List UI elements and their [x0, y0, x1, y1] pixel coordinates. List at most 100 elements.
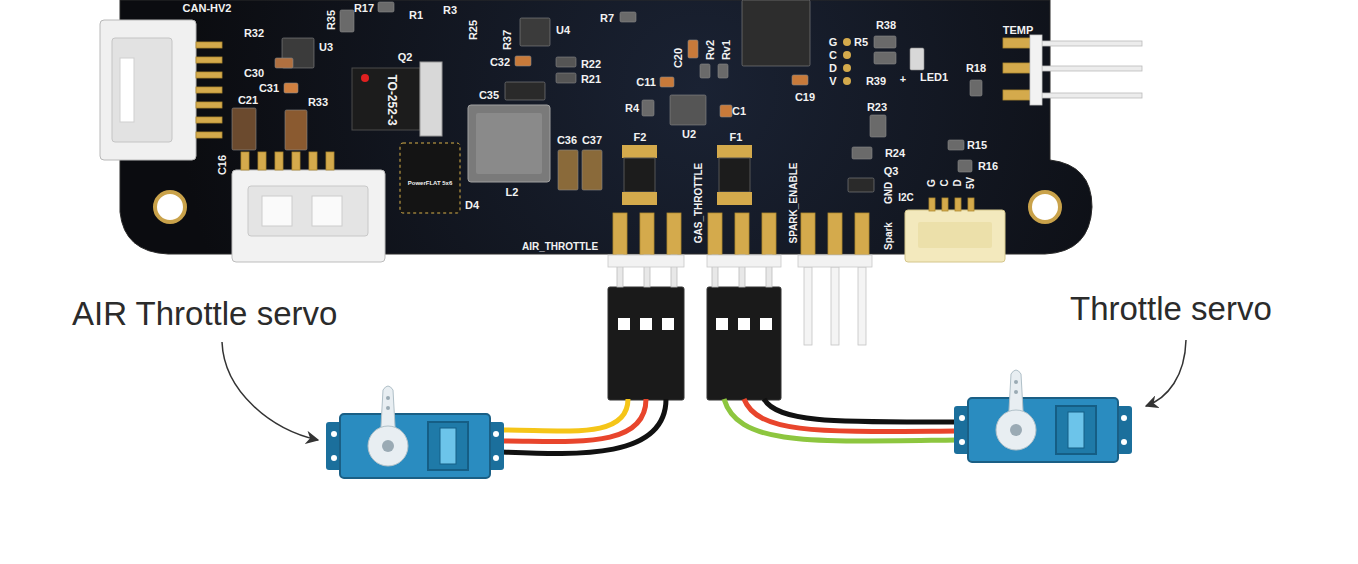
power-pin	[258, 152, 266, 170]
can-connector-body	[100, 20, 196, 160]
silkscreen-label: C16	[217, 155, 228, 175]
capacitor	[284, 83, 298, 93]
servo-ear-hole	[493, 455, 499, 461]
silkscreen-label: R39	[866, 76, 886, 87]
silkscreen-label: SPARK_ENABLE	[789, 163, 799, 244]
leader-arrow	[222, 342, 318, 440]
silkscreen-label: U2	[682, 129, 696, 140]
silkscreen-label: C37	[582, 135, 602, 146]
power-pin	[241, 152, 249, 170]
servo-ear-hole	[331, 455, 337, 461]
silkscreen-label: D	[829, 63, 837, 74]
power-pin	[292, 152, 300, 170]
header-pin-pad	[708, 213, 722, 255]
silkscreen-label: R18	[966, 63, 986, 74]
silkscreen-label: R3	[443, 5, 457, 16]
silkscreen-label: Q3	[884, 166, 899, 177]
can-pin	[196, 72, 222, 78]
silkscreen-label: LED1	[920, 72, 948, 83]
servo-horn	[996, 410, 1036, 450]
silkscreen-label: V	[829, 76, 836, 87]
silkscreen-label: D4	[465, 200, 479, 211]
callout-label: Throttle servo	[1070, 292, 1272, 325]
silkscreen-label: R1	[409, 10, 423, 21]
can-pin	[196, 132, 222, 138]
callout-label: AIR Throttle servo	[72, 297, 337, 330]
silkscreen-label: CAN-HV2	[183, 3, 232, 14]
transistor-body	[352, 68, 420, 130]
silkscreen-label: R5	[854, 37, 868, 48]
silkscreen-label: R7	[600, 13, 614, 24]
fuse-pad	[622, 145, 657, 158]
silkscreen-label: U4	[556, 25, 570, 36]
silkscreen-label: PowerFLAT 5x6	[408, 180, 453, 186]
servo-horn-screw	[1010, 424, 1022, 436]
test-pad	[843, 51, 851, 59]
servo-label-plate	[1056, 406, 1096, 454]
silkscreen-label: GND	[884, 182, 894, 204]
mounting-hole	[1030, 192, 1060, 222]
header-pin-pad	[640, 213, 654, 255]
can-pin	[196, 42, 222, 48]
resistor	[620, 12, 636, 22]
resistor	[642, 100, 654, 116]
resistor	[948, 140, 964, 150]
throttle-servo	[954, 370, 1132, 462]
header-base	[707, 255, 781, 267]
smd-parts	[232, 0, 982, 192]
silkscreen-label: F2	[634, 132, 647, 143]
temp-pin	[1042, 93, 1142, 98]
can-connector-inner	[112, 38, 172, 142]
header-pin-pad	[855, 213, 869, 255]
ic-chip	[520, 18, 550, 46]
silkscreen-label: Q2	[398, 52, 413, 63]
servo-label-plate	[428, 422, 468, 470]
silkscreen-label: C11	[636, 77, 656, 88]
resistor	[874, 36, 896, 48]
test-pad	[843, 38, 851, 46]
servo-body	[340, 414, 490, 478]
silkscreen-label: R25	[468, 20, 479, 40]
silkscreen-label: +	[900, 74, 906, 85]
can-pin	[196, 102, 222, 108]
silkscreen-label: L2	[506, 187, 519, 198]
header-pin-pad	[828, 213, 842, 255]
silkscreen-label: C20	[673, 48, 684, 68]
plug-contact	[760, 318, 772, 330]
pin1-dot	[361, 74, 369, 82]
temp-pin	[1042, 41, 1142, 46]
ic-chip	[742, 0, 810, 66]
leader-arrow	[1146, 340, 1186, 406]
silkscreen-label: I2C	[898, 193, 914, 203]
power-pin	[326, 152, 334, 170]
can-connector-latch	[120, 58, 134, 122]
capacitor	[515, 56, 531, 66]
header-pin	[831, 267, 839, 345]
servo-horn-hole	[386, 396, 390, 400]
header-pin-pad	[762, 213, 776, 255]
header-pin	[804, 267, 812, 345]
silkscreen-label: AIR_THROTTLE	[522, 242, 598, 252]
header-pin-pad	[613, 213, 627, 255]
resistor	[340, 10, 354, 32]
silkscreen-label: TO-252-3	[386, 74, 398, 125]
silkscreen-label: R24	[885, 148, 905, 159]
power-pin	[275, 152, 283, 170]
servo-plug	[707, 287, 781, 400]
power-connector-body	[232, 170, 385, 262]
capacitor	[582, 150, 602, 190]
silkscreen-label: R35	[326, 10, 337, 30]
can-pin	[196, 87, 222, 93]
silkscreen-label: R4	[625, 103, 639, 114]
silkscreen-label: R17	[354, 3, 374, 14]
capacitor	[688, 40, 698, 58]
plug-contact	[662, 318, 674, 330]
silkscreen-label: R33	[308, 97, 328, 108]
servo-body	[968, 398, 1118, 462]
capacitor	[720, 105, 732, 117]
servo-window	[1068, 412, 1084, 448]
fuse-body	[624, 158, 655, 192]
silkscreen-label: R15	[967, 140, 987, 151]
